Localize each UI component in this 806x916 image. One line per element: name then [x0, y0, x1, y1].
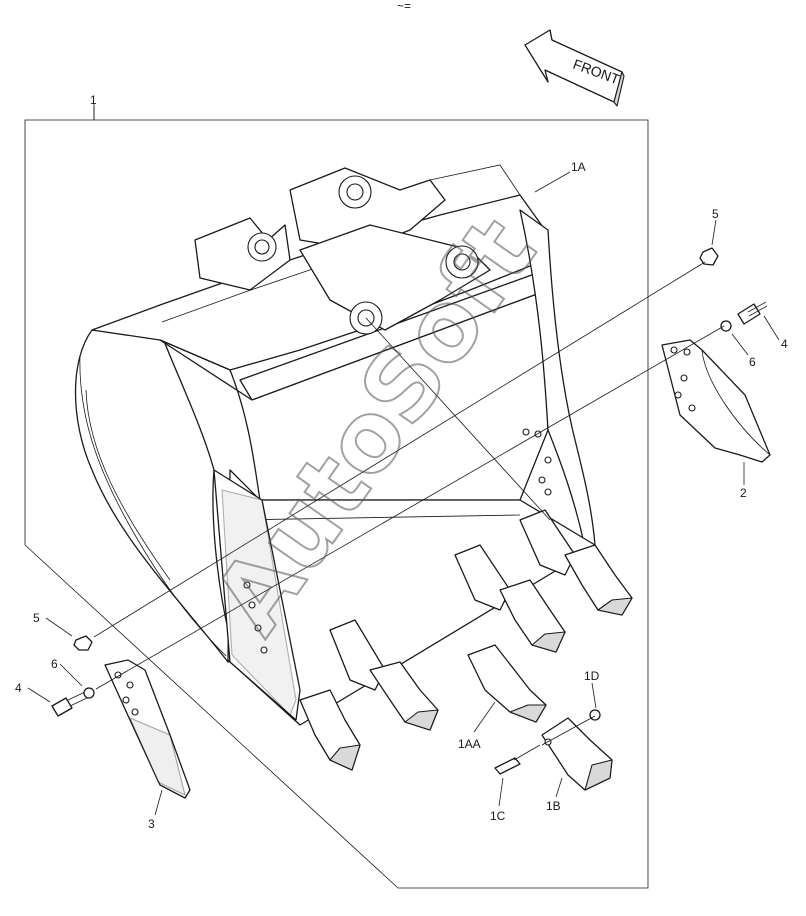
pin-1C-icon [494, 757, 521, 775]
callout-1B: 1B [546, 799, 561, 813]
nut-right-icon [699, 247, 719, 266]
bucket-icon [74, 164, 596, 726]
front-arrow-icon: FRONT [524, 29, 625, 107]
tooth-adapter-1AA-icon [467, 644, 547, 723]
callout-4-right: 4 [781, 337, 788, 351]
washer-left-icon [83, 687, 95, 699]
callout-3: 3 [148, 817, 155, 831]
leader-lines [27, 106, 780, 816]
tooth-icon [299, 689, 361, 771]
assembly-boundary [24, 103, 649, 889]
tooth-1B-icon [541, 717, 613, 791]
callout-labels: 1 1A 5 4 6 2 5 6 4 3 1AA 1D 1C 1B [15, 93, 788, 831]
callout-4-left: 4 [15, 681, 22, 695]
tooth-icon [564, 544, 633, 616]
callout-1A: 1A [571, 160, 586, 174]
side-cutter-left-icon [104, 659, 191, 799]
callout-5-right: 5 [712, 207, 719, 221]
callout-6-right: 6 [749, 355, 756, 369]
callout-1AA: 1AA [458, 737, 481, 751]
callout-1C: 1C [490, 809, 506, 823]
retainer-1D-icon [589, 709, 601, 721]
washer-right-icon [720, 320, 732, 332]
explode-lines [93, 261, 725, 761]
bucket-teeth [299, 509, 633, 771]
tooth-icon [369, 661, 439, 731]
callout-1: 1 [90, 93, 97, 107]
callout-6-left: 6 [51, 657, 58, 671]
bolt-right-icon [737, 301, 768, 325]
bolt-left-icon [51, 691, 88, 717]
side-cutter-right-icon [661, 339, 771, 463]
callout-1D: 1D [584, 669, 600, 683]
callout-2: 2 [740, 486, 747, 500]
tooth-icon [499, 579, 566, 653]
top-mark: ~= [397, 0, 411, 13]
nut-left-icon [73, 635, 93, 651]
callout-5-left: 5 [33, 611, 40, 625]
